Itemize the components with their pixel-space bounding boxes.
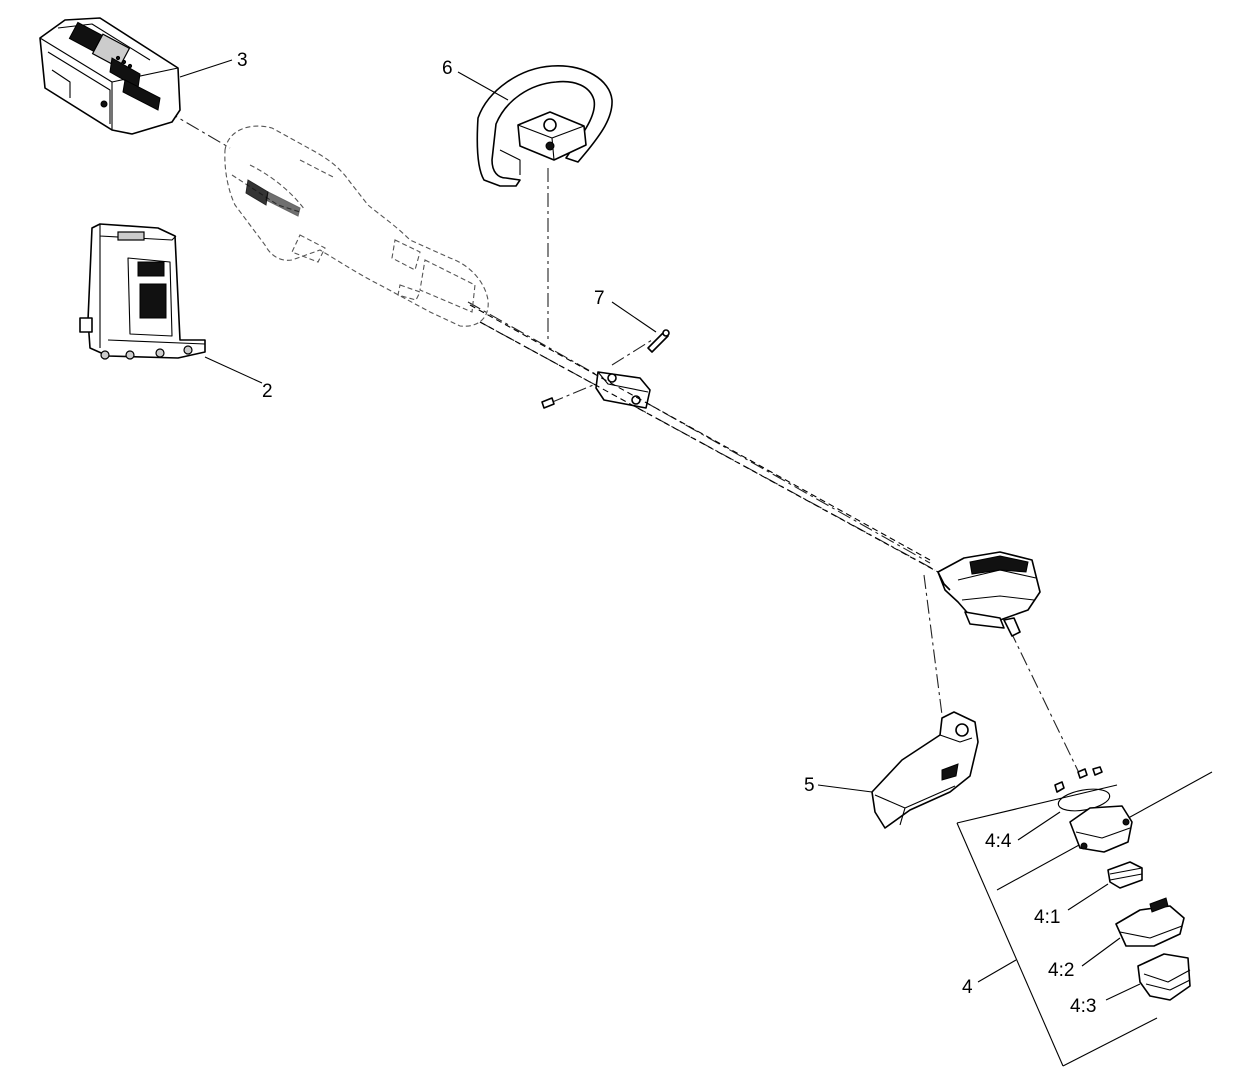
callout-7: 7: [594, 288, 605, 309]
callout-4-1: 4:1: [1034, 907, 1060, 928]
callout-4-4: 4:4: [985, 831, 1012, 852]
callout-2: 2: [262, 381, 273, 402]
callout-3: 3: [237, 50, 248, 71]
callout-leaders: [179, 59, 1141, 1001]
callout-4-2: 4:2: [1048, 960, 1074, 981]
battery-charger: [79, 223, 206, 360]
callout-labels: 3 6 2 7 5 4:4 4:1 4:2 4 4:3: [237, 50, 1096, 1017]
assist-handle: [476, 65, 613, 187]
battery-pack: [39, 17, 181, 135]
trimmer-head-housing: [937, 551, 1041, 637]
trimmer-head-assembly: [956, 766, 1213, 1067]
handle-bracket-hardware: [541, 329, 670, 409]
grass-guard: [871, 711, 979, 829]
callout-5: 5: [804, 775, 815, 796]
assembly-axis-lines: [164, 109, 1081, 776]
callout-4: 4: [962, 977, 973, 998]
power-head-housing: [224, 125, 489, 327]
drive-shaft: [469, 304, 939, 573]
callout-6: 6: [442, 58, 453, 79]
callout-4-3: 4:3: [1070, 996, 1096, 1017]
